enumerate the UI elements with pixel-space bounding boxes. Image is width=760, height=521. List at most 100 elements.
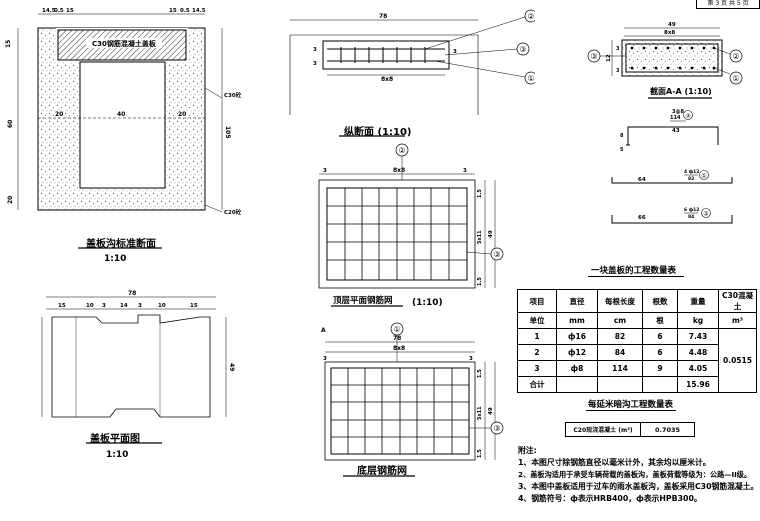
plan-dim-left: 49 [40,363,42,371]
table-cell: 3 [517,360,557,377]
quantity-table-title-underline [588,276,684,277]
bar1-callout: ① [701,173,706,180]
top-mesh-side-3: 1.5 [477,277,483,286]
rebar-details-drawing: 3@8 114 ③ 43 8 5 4 ф12 82 ① 64 6 ф12 84 … [611,109,733,224]
table-cell: 4.05 [677,360,719,377]
bar3-dim-short: 8 [620,133,624,139]
bottom-mesh-callout-3: ③ [493,424,500,433]
table-cell: 84 [597,344,643,361]
long-callout-1: ① [527,74,534,83]
aa-callout-2: ② [732,52,739,61]
bottom-mesh-title: 底层钢筋网 [357,466,407,477]
table-cell: 0.7035 [640,422,695,437]
aa-dim-left: 12 [606,54,612,62]
table-unit-row: 单位 mm cm 根 kg m³ [517,312,757,329]
table-total-row: 合计 15.96 [517,376,757,393]
table-header-cell: C30混凝土 [718,289,757,313]
section-view-title: 盖板沟标准断面 [86,239,156,250]
bottom-mesh-drawing: A ① 78 8x8 3 3 1.5 5x11 1.5 49 ③ [321,322,504,477]
section-view-scale: 1:10 [104,254,127,264]
bottom-mesh-side-2: 5x11 [477,406,483,420]
bar3-callout: ③ [685,113,690,120]
table-cell: 6 [642,344,678,361]
table-header-cell: 项目 [517,289,557,313]
top-mesh-scale: (1:10) [412,298,443,308]
top-mesh-callout-2: ② [398,146,405,155]
bottom-mesh-callout-1: ① [393,325,400,334]
long-dim-left-1: 3 [313,47,317,53]
bar3-label: 3@8 [672,109,684,115]
slab-label: C30钢筋混凝土盖板 [92,39,157,48]
notes-heading: 附注: [518,446,537,455]
concrete-volume-cell: 0.0515 [718,328,757,393]
table-cell: 1 [517,328,557,345]
note-item: 2、盖板沟适用于承受车辆荷载的盖板沟，盖板荷载等级为：公路—II级。 [518,470,752,479]
table-row: 3 ф8 114 9 4.05 [517,360,757,377]
aa-dim-top2: 8x8 [664,30,675,36]
section-aa-title: 截面A-A (1:10) [650,87,712,96]
top-mesh-drawing: ② 8x8 3 3 1.5 5x11 1.5 49 ③ [318,143,504,307]
bar2-length: 84 [688,214,694,220]
bar3-length: 114 [670,115,681,121]
table-header-cell: 根数 [642,289,678,313]
section-view-drawing: C30钢筋混凝土盖板 14.5 15 0.5 0.5 15 14.5 15 60… [5,8,242,249]
plan-dim-5: 3 [138,303,142,309]
bottom-mesh-dim-top2: 8x8 [393,345,405,352]
table-cell: ф8 [556,360,598,377]
table-cell: 15.96 [677,376,719,393]
ditch-table-title: 每延米暗沟工程数量表 [588,400,674,410]
table-cell [642,376,678,393]
table-cell: 4.48 [677,344,719,361]
long-dim-left-2: 3 [313,61,317,67]
note-item: 4、钢筋符号：ф表示HRB400，ф表示HPB300。 [518,494,702,503]
bar1-label: 4 ф12 [684,168,699,175]
dim-left-mid: 60 [7,120,14,128]
table-cell: C20现浇混凝土 (m³) [565,422,641,437]
long-section-title: 纵断面 (1:10) [344,127,412,138]
bottom-mesh-dim-top: 78 [393,335,401,342]
dim-top-4: 0.5 [180,8,190,14]
table-header-cell: 直径 [556,289,598,313]
ditch-table: C20现浇混凝土 (m³) 0.7035 [565,422,695,437]
top-mesh-side-1: 1.5 [477,189,483,198]
table-cell: 合计 [517,376,557,393]
dim-inner-left: 20 [55,111,63,118]
long-dim-bottom: 8x8 [381,76,393,83]
section-aa-drawing: 49 8x8 12 3 3 ③ ② ① [587,22,743,99]
table-cell: 6 [642,328,678,345]
table-cell: 82 [597,328,643,345]
aa-dim-inner-2: 3 [616,68,620,74]
table-row: 2 ф12 84 6 4.48 [517,344,757,361]
ditch-table-title-underline [586,410,676,411]
table-cell: m³ [718,312,757,329]
aa-callout-3: ③ [590,52,597,61]
plan-view-scale: 1:10 [106,450,129,460]
long-callout-2: ② [527,12,534,21]
table-cell: 7.43 [677,328,719,345]
top-mesh-side-2: 5x11 [477,230,483,244]
table-cell: 根 [642,312,678,329]
bottom-mesh-dim-left: 3 [323,356,327,362]
plan-view-drawing: 78 15 10 3 14 3 10 15 49 49 [40,290,235,444]
dim-inner-right: 20 [178,111,186,118]
long-callout-3: ③ [519,45,526,54]
bar1-length: 82 [688,176,694,182]
label-c20: C20砼 [224,208,242,216]
table-cell: mm [556,312,598,329]
dim-top-2: 15 [66,8,74,14]
bottom-mesh-side-4: 49 [488,407,494,415]
note-item: 3、本图中盖板适用于过车的雨水盖板沟，盖板采用C30钢筋混凝土。 [518,482,759,491]
dim-top-3: 0.5 [54,8,64,14]
plan-dim-4: 14 [120,303,128,309]
table-cell: 9 [642,360,678,377]
label-c30: C30砼 [224,91,242,99]
long-dim-right: 3 [453,49,457,55]
table-cell: 单位 [517,312,557,329]
bar2-callout: ② [703,211,709,218]
table-cell: kg [677,312,719,329]
plan-dim-total: 78 [128,290,136,297]
plan-dim-7: 15 [190,303,198,309]
bar3-dim-long: 43 [672,128,680,134]
bottom-mesh-side-1: 1.5 [477,369,483,378]
table-cell: ф16 [556,328,598,345]
